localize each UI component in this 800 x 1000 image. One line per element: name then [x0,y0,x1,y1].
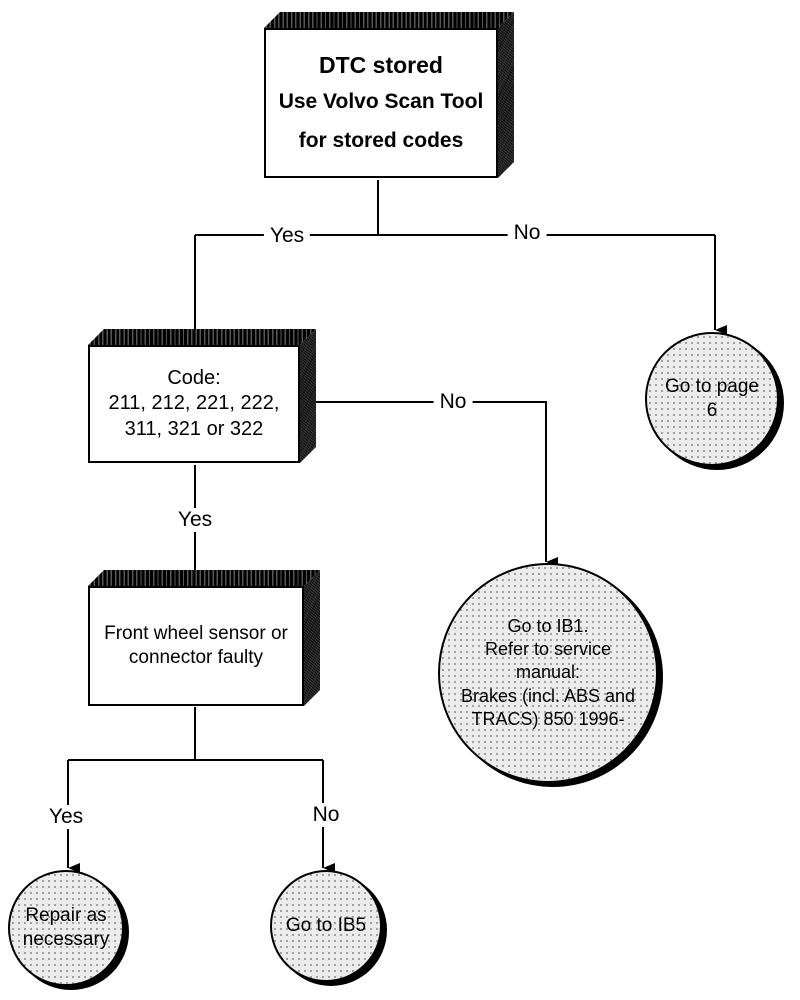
dtc-stored-box: DTC stored Use Volvo Scan Tool for store… [264,12,514,178]
go-to-ib5-line-1: Go to IB5 [285,914,367,936]
go-to-ib1-line-5: TRACS) 850 1996- [471,708,625,729]
code-check-line-2: 211, 212, 221, 222, [108,392,280,415]
go-to-ib1-line-2: Refer to service [484,639,612,660]
sensor-no-label: No [306,803,346,827]
dtc-stored-title: DTC stored [319,52,443,79]
go-to-page-6-line-1: Go to page [664,375,760,397]
go-to-ib1-line-4: Brakes (incl. ABS and [460,685,636,706]
repair-line-1: Repair as [25,904,107,926]
repair-line-2: necessary [22,929,110,950]
go-to-page-6-circle: Go to page 6 [645,332,779,466]
code-check-line-3: 311, 321 or 322 [124,417,264,440]
dtc-stored-line-3: for stored codes [298,128,464,152]
go-to-ib1-circle: Go to IB1. Refer to service manual: Brak… [438,563,658,783]
dtc-no-label: No [507,221,547,245]
go-to-ib1-line-1: Go to IB1. [507,616,589,637]
go-to-ib1-line-3: manual: [515,662,581,683]
dtc-yes-label: Yes [263,224,311,248]
code-check-line-1: Code: [167,366,221,389]
go-to-ib5-circle: Go to IB5 [270,870,382,982]
go-to-page-6-line-2: 6 [706,400,718,421]
code-yes-label: Yes [171,508,219,532]
repair-circle: Repair as necessary [8,870,124,986]
front-sensor-line-2: connector faulty [128,647,264,668]
front-sensor-box: Front wheel sensor or connector faulty [88,570,320,706]
code-check-box: Code: 211, 212, 221, 222, 311, 321 or 32… [88,329,316,463]
line-code-no-arrow [300,401,558,567]
front-sensor-line-1: Front wheel sensor or [104,622,288,644]
code-no-label: No [433,390,473,414]
sensor-yes-label: Yes [42,805,90,829]
dtc-stored-line-2: Use Volvo Scan Tool [278,89,484,113]
